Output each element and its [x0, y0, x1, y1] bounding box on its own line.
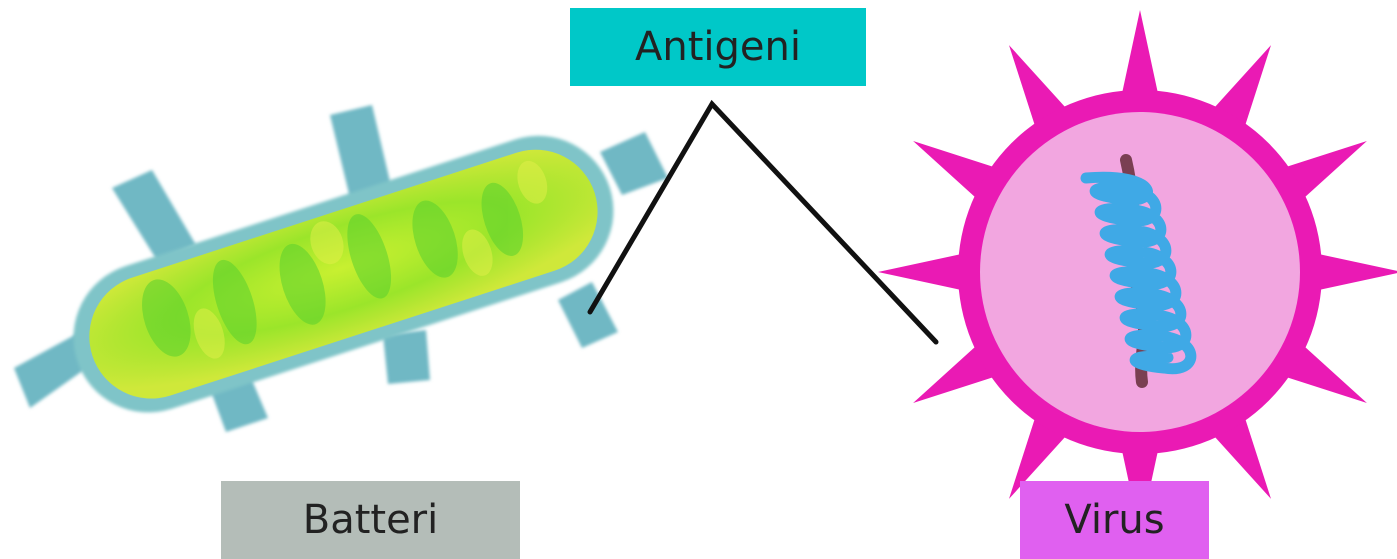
antigen-pointer-line	[587, 99, 939, 345]
virus-rna-coil	[1080, 171, 1197, 375]
virus-label: Virus	[1020, 481, 1209, 559]
virus-spike	[1117, 10, 1163, 114]
virus-spike	[878, 249, 982, 295]
virus-spike	[1298, 249, 1397, 295]
antigen-label: Antigeni	[570, 8, 866, 86]
virus-icon	[878, 10, 1397, 534]
bacteria-label: Batteri	[221, 481, 520, 559]
bacterium-icon	[14, 105, 668, 432]
